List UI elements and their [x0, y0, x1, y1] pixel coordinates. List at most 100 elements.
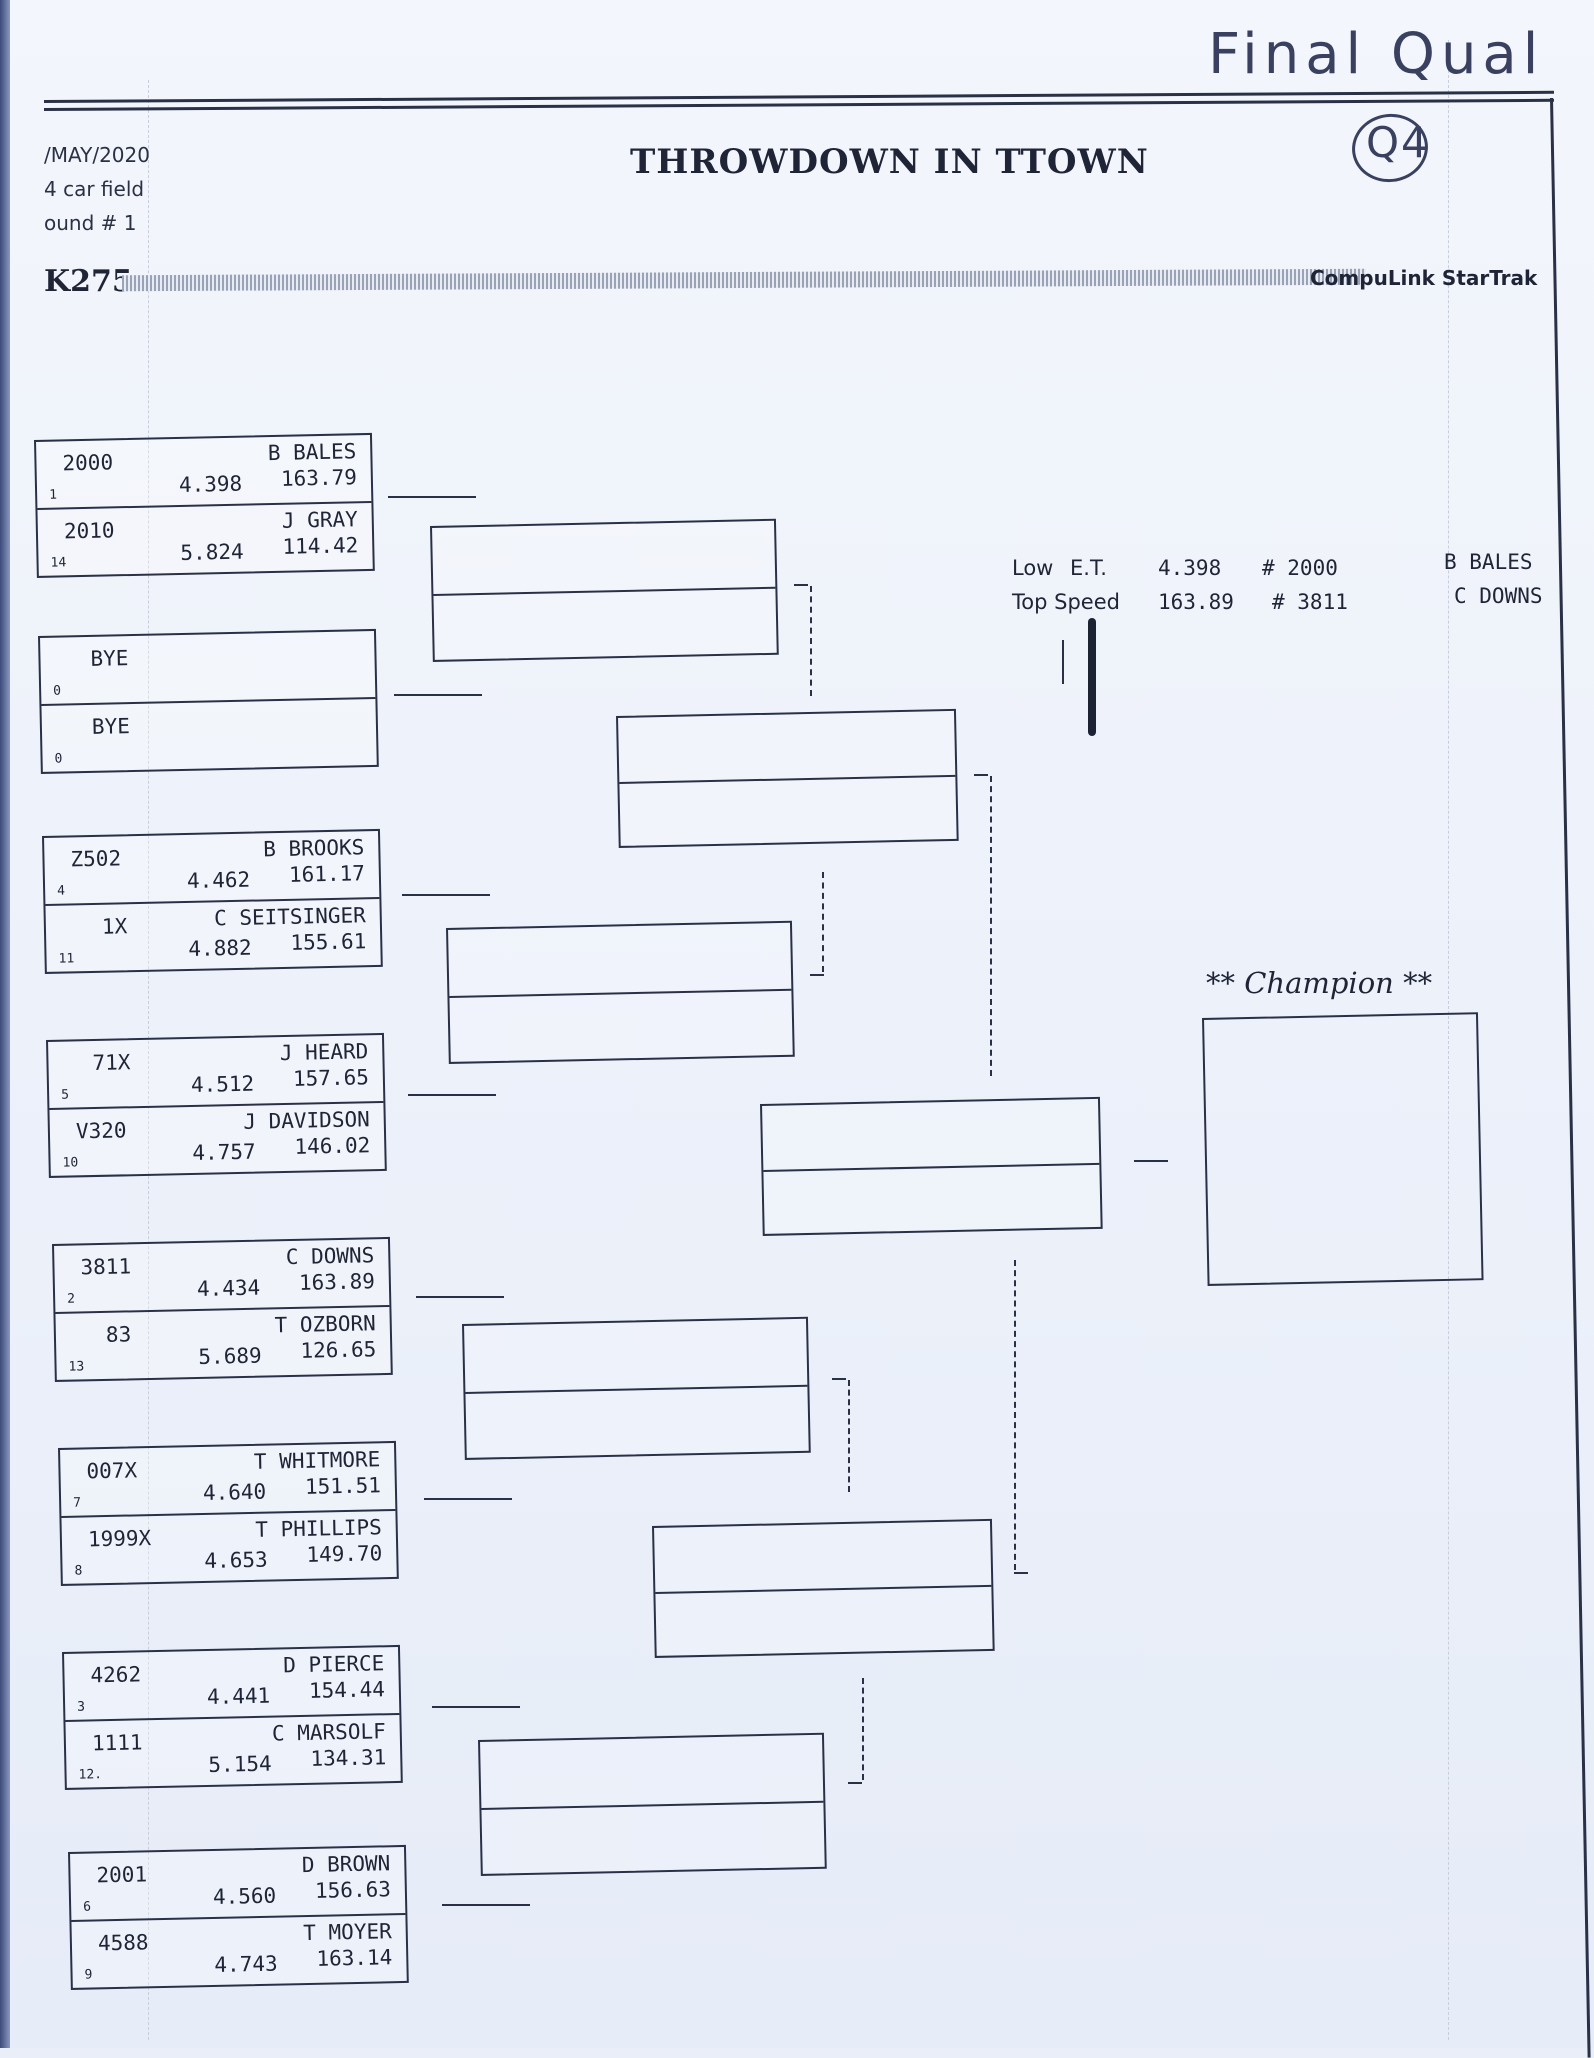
bracket-dashed-line [990, 776, 992, 1076]
driver-name: B BROOKS [262, 835, 365, 862]
low-et-car: # 2000 [1262, 556, 1338, 580]
entry-slot: 2001 6 D BROWN 4.560 156.63 [70, 1847, 405, 1920]
driver-name: C MARSOLF [271, 1719, 386, 1746]
pair-4: 71X 5 J HEARD 4.512 157.65 V320 10 J DAV… [46, 1032, 387, 1178]
event-date: /MAY/2020 [44, 143, 150, 167]
class-code: K275 [44, 264, 133, 299]
elapsed-time: 4.398 [178, 471, 243, 497]
pair-6: 007X 7 T WHITMORE 4.640 151.51 1999X 8 T… [58, 1440, 399, 1586]
car-number: 2010 [63, 518, 115, 544]
seed-number: 5 [61, 1087, 70, 1103]
elapsed-time: 4.757 [192, 1139, 256, 1165]
page-left-shadow [0, 0, 10, 2048]
car-number: 4262 [90, 1662, 142, 1688]
car-number: 4588 [97, 1930, 149, 1956]
seed-number: 0 [54, 751, 63, 767]
speed: 163.89 [298, 1269, 376, 1295]
entry-slot: BYE 0 [40, 631, 375, 704]
elapsed-time: 4.743 [214, 1951, 278, 1977]
entry-slot: 71X 5 J HEARD 4.512 157.65 [48, 1035, 383, 1108]
elapsed-time: 4.640 [202, 1479, 267, 1505]
elapsed-time: 5.824 [180, 539, 244, 565]
entry-slot: BYE 0 [41, 696, 377, 772]
bracket-connector [402, 894, 490, 896]
entry-slot: 1X 11 C SEITSINGER 4.882 155.61 [45, 896, 381, 972]
speed: 156.63 [314, 1877, 392, 1903]
seed-number: 7 [73, 1495, 82, 1511]
entry-slot: 1111 12. C MARSOLF 5.154 134.31 [65, 1712, 401, 1788]
speed: 161.17 [288, 861, 366, 887]
round2-box [446, 920, 795, 1064]
pair-2: BYE 0 BYE 0 [38, 628, 379, 774]
driver-name: C SEITSINGER [213, 903, 366, 931]
entry-slot: 2000 1 B BALES 4.398 163.79 [36, 435, 371, 508]
speed: 149.70 [306, 1541, 383, 1567]
page-title: THROWDOWN IN TTOWN [630, 142, 1149, 182]
round2-box [478, 1732, 827, 1876]
bracket-connector [1134, 1160, 1168, 1162]
seed-number: 1 [49, 487, 58, 503]
bracket-sheet: Final Qual Q4 /MAY/2020 4 car field ound… [10, 0, 1594, 2058]
car-number: 1111 [91, 1730, 143, 1756]
champion-box [1202, 1012, 1484, 1286]
speed: 126.65 [300, 1337, 377, 1363]
driver-name: B BALES [267, 439, 357, 466]
round3-box [616, 708, 959, 848]
final-box [760, 1096, 1103, 1236]
round-number: ound # 1 [44, 211, 137, 235]
car-number: 3811 [80, 1254, 132, 1280]
car-number: V320 [75, 1118, 127, 1144]
bracket-connector [432, 1706, 520, 1708]
bracket-dashed-line [810, 586, 812, 696]
car-number: 2001 [96, 1862, 148, 1888]
car-number: 71X [92, 1050, 131, 1076]
low-et-label-suffix: E.T. [1070, 556, 1107, 580]
elapsed-time: 4.512 [190, 1071, 255, 1097]
driver-name: C DOWNS [285, 1243, 375, 1270]
seed-number: 11 [58, 951, 75, 967]
entry-slot: 1999X 8 T PHILLIPS 4.653 149.70 [61, 1508, 397, 1584]
speed: 163.14 [316, 1945, 393, 1971]
seed-number: 12. [78, 1767, 103, 1783]
car-number: 83 [105, 1322, 132, 1347]
bracket-connector [408, 1094, 496, 1096]
seed-number: 6 [83, 1899, 92, 1915]
header-info: /MAY/2020 4 car field ound # 1 [44, 138, 150, 240]
pair-1: 2000 1 B BALES 4.398 163.79 2010 14 J GR… [34, 432, 375, 578]
brand-label: CompuLink StarTrak [1310, 266, 1538, 290]
speed: 163.79 [280, 465, 358, 491]
seed-number: 10 [62, 1155, 79, 1171]
entry-slot: 007X 7 T WHITMORE 4.640 151.51 [60, 1443, 395, 1516]
speed: 146.02 [294, 1133, 371, 1159]
round3-box [652, 1518, 995, 1658]
car-number: 1X [101, 914, 128, 939]
bracket-connector [394, 694, 482, 696]
car-number: BYE [90, 646, 129, 671]
bracket-connector [388, 496, 476, 498]
bracket-dashed-line [822, 872, 824, 972]
ink-mark [1062, 640, 1064, 684]
elapsed-time: 4.441 [206, 1683, 271, 1709]
car-number: Z502 [70, 846, 122, 872]
seed-number: 9 [84, 1967, 93, 1983]
seed-number: 2 [67, 1291, 76, 1307]
bracket-connector [424, 1498, 512, 1500]
champion-label: ** Champion ** [1206, 966, 1433, 1000]
handwritten-note: Final Qual [1208, 22, 1545, 87]
bracket-tick [974, 774, 988, 776]
bracket-tick [794, 584, 808, 586]
round2-box [462, 1316, 811, 1460]
driver-name: D BROWN [301, 1851, 391, 1878]
fold-guide [148, 80, 149, 2040]
seed-number: 13 [68, 1359, 85, 1375]
bracket-connector [416, 1296, 504, 1298]
car-number: 007X [86, 1458, 138, 1484]
elapsed-time: 5.154 [208, 1751, 272, 1777]
car-number: BYE [91, 714, 131, 739]
top-speed-label: Top Speed [1012, 590, 1120, 614]
driver-name: T PHILLIPS [255, 1515, 382, 1542]
car-number: 1999X [87, 1526, 152, 1552]
entry-slot: 4588 9 T MOYER 4.743 163.14 [71, 1912, 407, 1988]
seed-number: 4 [57, 883, 66, 899]
low-et-label: Low [1012, 556, 1054, 580]
